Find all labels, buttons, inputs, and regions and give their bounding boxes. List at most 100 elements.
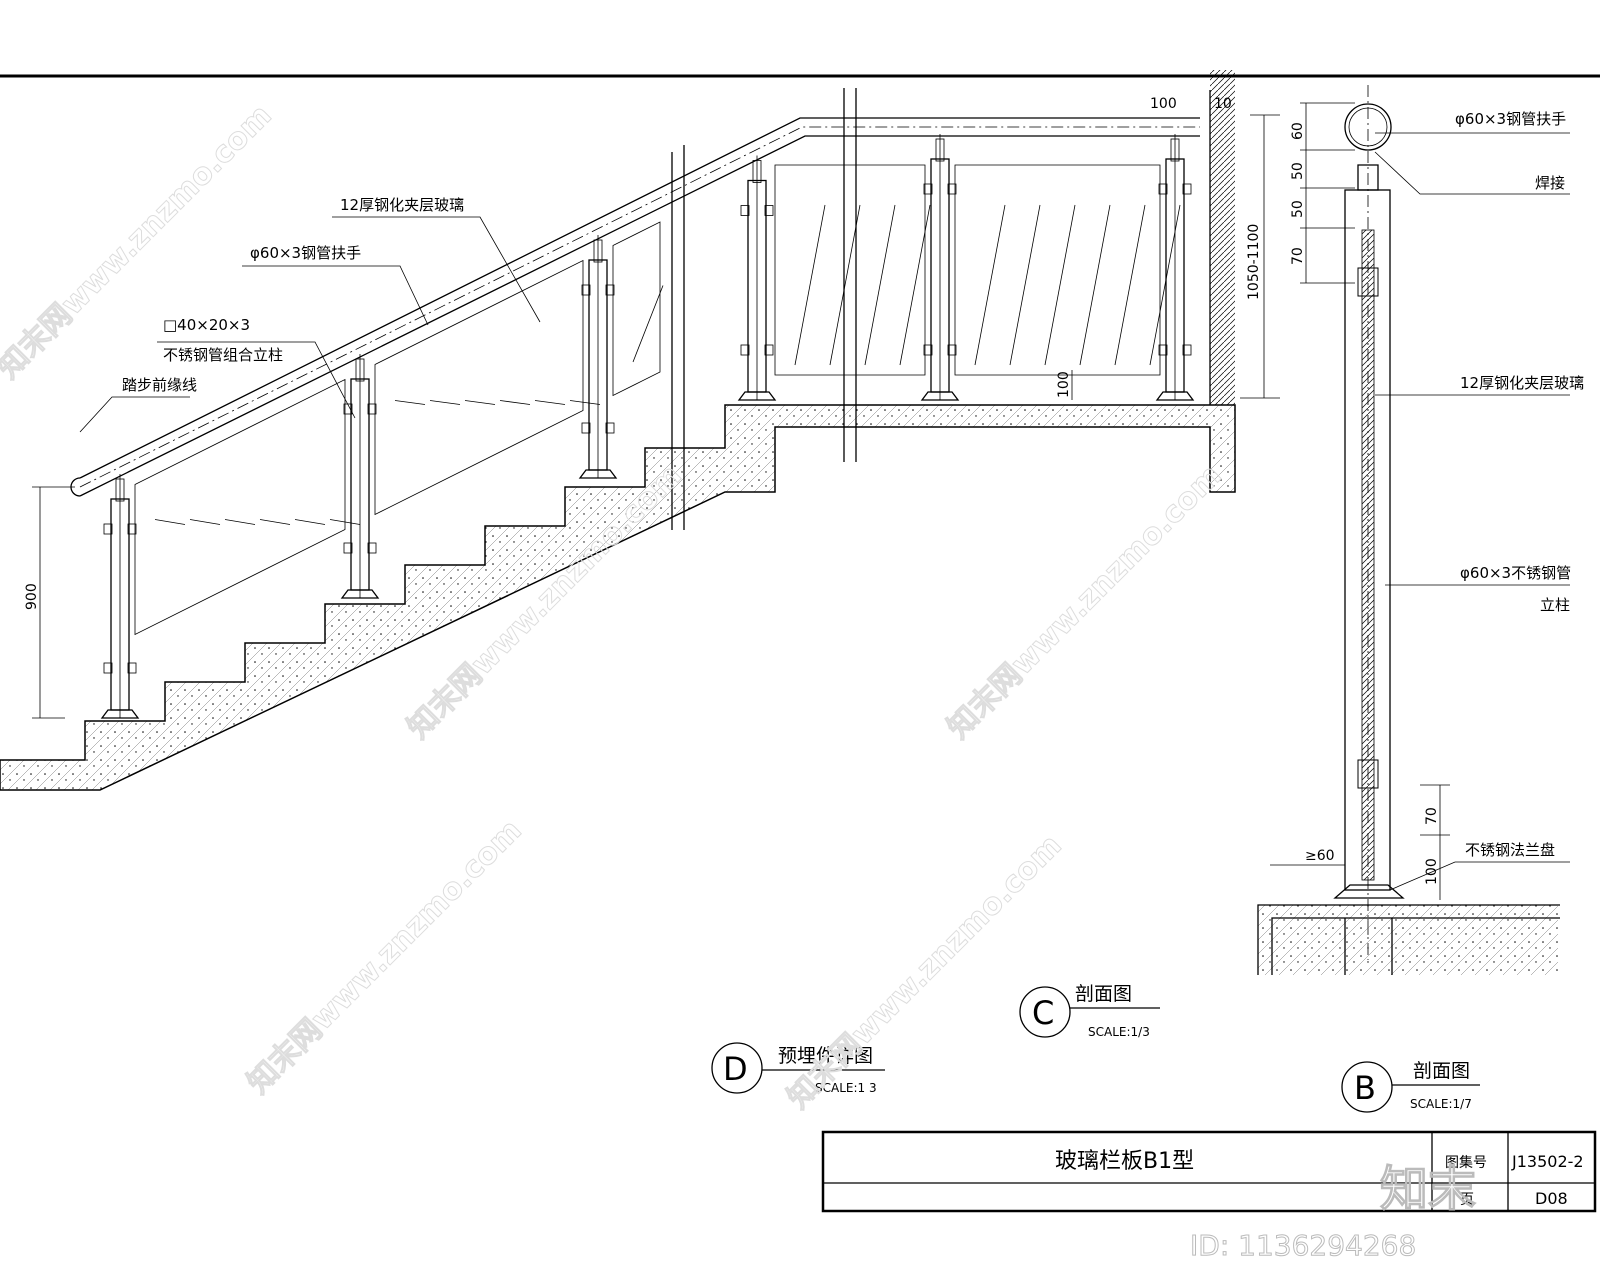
glass-hatch-line (974, 204, 1006, 366)
label-b-post: φ60×3不锈钢管 (1460, 564, 1571, 582)
callout-b-title: 剖面图 (1413, 1060, 1470, 1082)
glass-clamp (947, 183, 957, 195)
handrail (70, 117, 1200, 497)
dim-height: 1050-1100 (1246, 224, 1262, 300)
dim-b-60: ≥60 (1305, 848, 1335, 864)
elevation-annotations: 12厚钢化夹层玻璃 φ60×3钢管扶手 □40×20×3 不锈钢管组合立柱 踏步… (79, 196, 541, 433)
glass-hatch-line (632, 285, 664, 363)
post-cap (752, 160, 762, 183)
glass-hatch-line (1079, 204, 1111, 366)
callout-c-scale: SCALE:1/3 (1088, 1025, 1150, 1039)
callout-c: C 剖面图 SCALE:1/3 (1019, 983, 1160, 1039)
dim-100-bottom: 100 (1056, 371, 1072, 398)
watermark-site-5: 知末网www.znzmo.com (781, 828, 1069, 1116)
post-flange (100, 709, 140, 719)
dim-50b: 50 (1290, 200, 1306, 218)
label-b-glass: 12厚钢化夹层玻璃 (1460, 374, 1584, 392)
label-b-post-2: 立柱 (1540, 596, 1570, 614)
post-flange (578, 469, 618, 479)
stair-concrete (0, 404, 1236, 791)
watermark-site-4: 知末网www.znzmo.com (241, 813, 529, 1101)
page-number: D08 (1535, 1189, 1568, 1208)
atlas-number: J13502-2 (1511, 1152, 1584, 1171)
glass-hatch-line (1009, 204, 1041, 366)
glass-panel (612, 221, 661, 397)
glass-clamp (740, 344, 750, 356)
glass-clamp (367, 542, 377, 554)
post-cap (935, 138, 945, 162)
glass-hatch-line (154, 519, 186, 525)
break-lines (671, 88, 857, 530)
title-block: 玻璃栏板B1型 图集号 J13502-2 页 D08 (821, 1130, 1597, 1213)
glass-hatch-line (794, 204, 826, 366)
post-cap (115, 478, 125, 502)
glass-hatch-line (464, 400, 496, 405)
glass-hatch-line (534, 400, 566, 405)
glass-clamp (1158, 183, 1168, 195)
section-b-detail: 60 50 50 70 70 100 ≥60 φ60×3钢管扶手 焊接 12厚钢… (1257, 85, 1584, 975)
glass-clamp (1182, 344, 1192, 356)
glass-clamp (127, 662, 137, 674)
callout-b-letter: B (1354, 1069, 1376, 1107)
glass-clamp (343, 542, 353, 554)
glass-hatch-line (429, 400, 461, 405)
glass-panel (954, 164, 1161, 376)
stair-section (0, 404, 1236, 791)
callout-b-scale: SCALE:1/7 (1410, 1097, 1472, 1111)
glass-clamp (947, 344, 957, 356)
atlas-label: 图集号 (1445, 1154, 1487, 1171)
wall-hatch (1210, 70, 1235, 405)
post-flange (920, 391, 960, 401)
post-cap (593, 239, 603, 263)
glass-hatch-line (864, 204, 896, 366)
label-glass: 12厚钢化夹层玻璃 (340, 196, 464, 214)
label-b-flange: 不锈钢法兰盘 (1465, 841, 1555, 859)
label-handrail: φ60×3钢管扶手 (250, 244, 361, 262)
glass-hatch-line (1044, 204, 1076, 366)
glass-clamp (764, 344, 774, 356)
drawing-title: 玻璃栏板B1型 (1055, 1149, 1194, 1174)
dim-900: 900 (24, 583, 40, 610)
glass-clamp (605, 284, 615, 296)
glass-hatch-line (394, 400, 426, 405)
glass-hatch-line (829, 204, 861, 366)
dim-50a: 50 (1290, 162, 1306, 180)
glass-clamp (581, 284, 591, 296)
glass-hatch-line (499, 400, 531, 405)
watermark-id: ID: 1136294268 (1190, 1229, 1416, 1262)
glass-hatch-line (899, 204, 931, 366)
glass-clamp (127, 523, 137, 535)
post-flange (340, 589, 380, 599)
label-post-name: 不锈钢管组合立柱 (163, 346, 283, 364)
glass-hatch-line (294, 519, 326, 525)
glass-panel (774, 164, 926, 376)
glass-panel (374, 259, 584, 516)
glass-clamp (103, 523, 113, 535)
glass-hatch-line (1149, 204, 1181, 366)
glass-clamp (740, 205, 750, 216)
watermark-site-3: 知末网www.znzmo.com (941, 458, 1229, 746)
glass-clamp (923, 183, 933, 195)
glass-hatch-line (224, 519, 256, 525)
watermark-site: 知末网www.znzmo.com (0, 98, 279, 386)
post-cap (355, 358, 365, 382)
callout-d-title: 预埋件详图 (778, 1045, 873, 1067)
glass-clamp (581, 422, 591, 434)
dim-10: 10 (1214, 96, 1232, 112)
glass-hatch-line (329, 519, 361, 525)
label-post-size: □40×20×3 (163, 316, 250, 334)
glass-hatch-line (1114, 204, 1146, 366)
glass-clamp (1182, 183, 1192, 195)
callout-c-letter: C (1032, 994, 1054, 1032)
post-flange (737, 391, 777, 401)
glass-clamp (923, 344, 933, 356)
dim-b-70: 70 (1424, 807, 1440, 825)
post-cap (1170, 138, 1180, 162)
callout-d-letter: D (723, 1050, 748, 1088)
label-b-handrail: φ60×3钢管扶手 (1455, 110, 1566, 128)
post-flange (1155, 391, 1195, 401)
glass-hatch-line (259, 519, 291, 525)
glass-hatch-line (569, 400, 601, 405)
glass-clamp (605, 422, 615, 434)
page-label: 页 (1460, 1192, 1474, 1208)
